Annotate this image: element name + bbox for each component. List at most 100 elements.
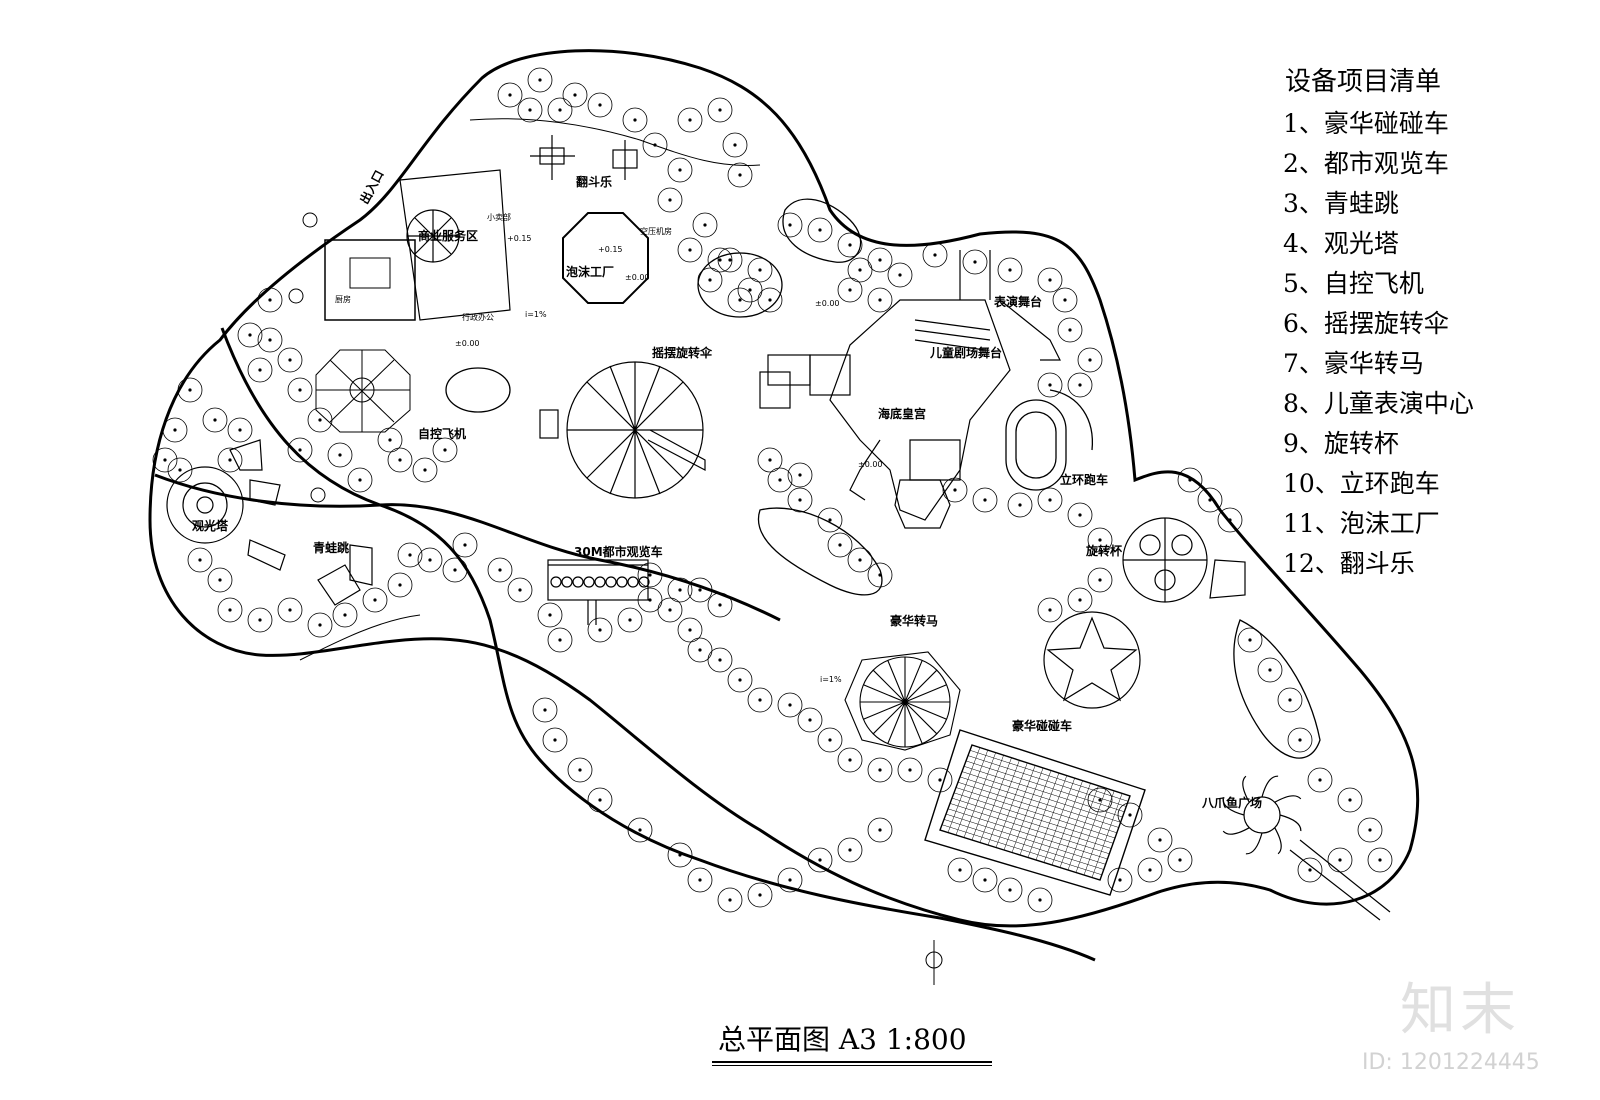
tree-icon bbox=[777, 867, 803, 893]
north-marker bbox=[288, 212, 943, 985]
tree-icon bbox=[517, 97, 543, 123]
legend-item: 3、青蛙跳 bbox=[1283, 189, 1399, 218]
watermark-brand: 知末 bbox=[1400, 978, 1520, 1043]
legend-item: 1、豪华碰碰车 bbox=[1283, 109, 1449, 138]
tree-icon bbox=[737, 277, 763, 303]
tree-icon bbox=[217, 447, 243, 473]
tree-icon bbox=[1137, 857, 1163, 883]
tree-trunk-icon bbox=[808, 718, 812, 722]
tree-icon bbox=[412, 457, 438, 483]
tree-icon bbox=[867, 287, 893, 313]
tree-trunk-icon bbox=[758, 698, 762, 702]
tree-trunk-icon bbox=[1128, 813, 1132, 817]
tree-trunk-icon bbox=[1038, 898, 1042, 902]
park-boundary bbox=[148, 49, 1420, 928]
tree-trunk-icon bbox=[553, 738, 557, 742]
tree-trunk-icon bbox=[388, 438, 392, 442]
tree-icon bbox=[247, 357, 273, 383]
tree-icon bbox=[587, 92, 613, 118]
tree-trunk-icon bbox=[648, 598, 652, 602]
tree-trunk-icon bbox=[1098, 798, 1102, 802]
road-east bbox=[154, 473, 781, 622]
sightseeing-tower-symbol bbox=[166, 439, 286, 571]
label-frog-jump: 青蛙跳 bbox=[313, 540, 349, 555]
tree-icon bbox=[972, 487, 998, 513]
tree-trunk-icon bbox=[638, 828, 642, 832]
tree-trunk-icon bbox=[698, 588, 702, 592]
tree-icon bbox=[622, 107, 648, 133]
tree-trunk-icon bbox=[1078, 513, 1082, 517]
bumper-cars-symbol bbox=[924, 729, 1146, 896]
ferris-cabin-icon bbox=[594, 576, 606, 588]
tree-icon bbox=[657, 187, 683, 213]
tree-icon bbox=[837, 747, 863, 773]
tree-icon bbox=[452, 532, 478, 558]
tree-trunk-icon bbox=[598, 103, 602, 107]
tree-icon bbox=[1067, 502, 1093, 528]
tree-trunk-icon bbox=[698, 878, 702, 882]
tree-icon bbox=[527, 67, 553, 93]
label-elevation: +0.15 bbox=[507, 234, 532, 243]
drawing-title: 总平面图 A3 1:800 bbox=[718, 1023, 967, 1056]
tree-icon bbox=[1277, 687, 1303, 713]
tree-trunk-icon bbox=[248, 333, 252, 337]
tree-icon bbox=[692, 212, 718, 238]
tree-trunk-icon bbox=[408, 553, 412, 557]
tree-trunk-icon bbox=[958, 868, 962, 872]
title-underline bbox=[712, 1061, 992, 1066]
tree-icon bbox=[677, 237, 703, 263]
tree-symbols bbox=[152, 67, 1393, 913]
label-octopus-plaza: 八爪鱼广场 bbox=[1201, 795, 1262, 810]
tree-icon bbox=[1007, 492, 1033, 518]
tree-trunk-icon bbox=[528, 108, 532, 112]
tree-trunk-icon bbox=[1078, 383, 1082, 387]
tree-icon bbox=[847, 547, 873, 573]
tree-icon bbox=[227, 417, 253, 443]
ferris-cabin-icon bbox=[583, 576, 595, 588]
tree-trunk-icon bbox=[398, 583, 402, 587]
tree-trunk-icon bbox=[498, 568, 502, 572]
tree-trunk-icon bbox=[338, 453, 342, 457]
tree-icon bbox=[747, 257, 773, 283]
tree-icon bbox=[347, 467, 373, 493]
tree-trunk-icon bbox=[1088, 358, 1092, 362]
tree-trunk-icon bbox=[733, 143, 737, 147]
tree-icon bbox=[537, 602, 563, 628]
tree-trunk-icon bbox=[1018, 503, 1022, 507]
tree-trunk-icon bbox=[698, 648, 702, 652]
label-elevation: ±0.00 bbox=[815, 299, 840, 308]
label-performance-stage: 表演舞台 bbox=[993, 294, 1042, 309]
tree-trunk-icon bbox=[188, 388, 192, 392]
tree-icon bbox=[1367, 847, 1393, 873]
tree-trunk-icon bbox=[728, 898, 732, 902]
performance-stage-symbol bbox=[959, 250, 1061, 361]
tree-icon bbox=[707, 97, 733, 123]
tree-trunk-icon bbox=[1048, 608, 1052, 612]
tree-trunk-icon bbox=[758, 268, 762, 272]
tree-trunk-icon bbox=[718, 603, 722, 607]
tree-trunk-icon bbox=[298, 388, 302, 392]
tree-trunk-icon bbox=[1098, 578, 1102, 582]
tree-trunk-icon bbox=[238, 428, 242, 432]
tree-trunk-icon bbox=[268, 338, 272, 342]
tree-icon bbox=[507, 577, 533, 603]
tree-trunk-icon bbox=[258, 368, 262, 372]
foam-factory-symbol bbox=[562, 212, 649, 304]
planting-bed bbox=[757, 507, 883, 596]
tree-trunk-icon bbox=[718, 108, 722, 112]
tree-icon bbox=[277, 597, 303, 623]
tree-trunk-icon bbox=[633, 118, 637, 122]
label-business-area: 商业服务区 bbox=[418, 228, 478, 243]
tree-icon bbox=[837, 277, 863, 303]
tree-trunk-icon bbox=[573, 93, 577, 97]
tree-icon bbox=[757, 287, 783, 313]
tree-trunk-icon bbox=[878, 828, 882, 832]
tree-trunk-icon bbox=[973, 260, 977, 264]
carousel-symbol bbox=[844, 651, 961, 751]
legend-item: 9、旋转杯 bbox=[1283, 429, 1399, 458]
tree-trunk-icon bbox=[1048, 498, 1052, 502]
tree-trunk-icon bbox=[373, 598, 377, 602]
tree-trunk-icon bbox=[198, 558, 202, 562]
tree-trunk-icon bbox=[213, 418, 217, 422]
label-slope: i=1% bbox=[525, 310, 547, 319]
